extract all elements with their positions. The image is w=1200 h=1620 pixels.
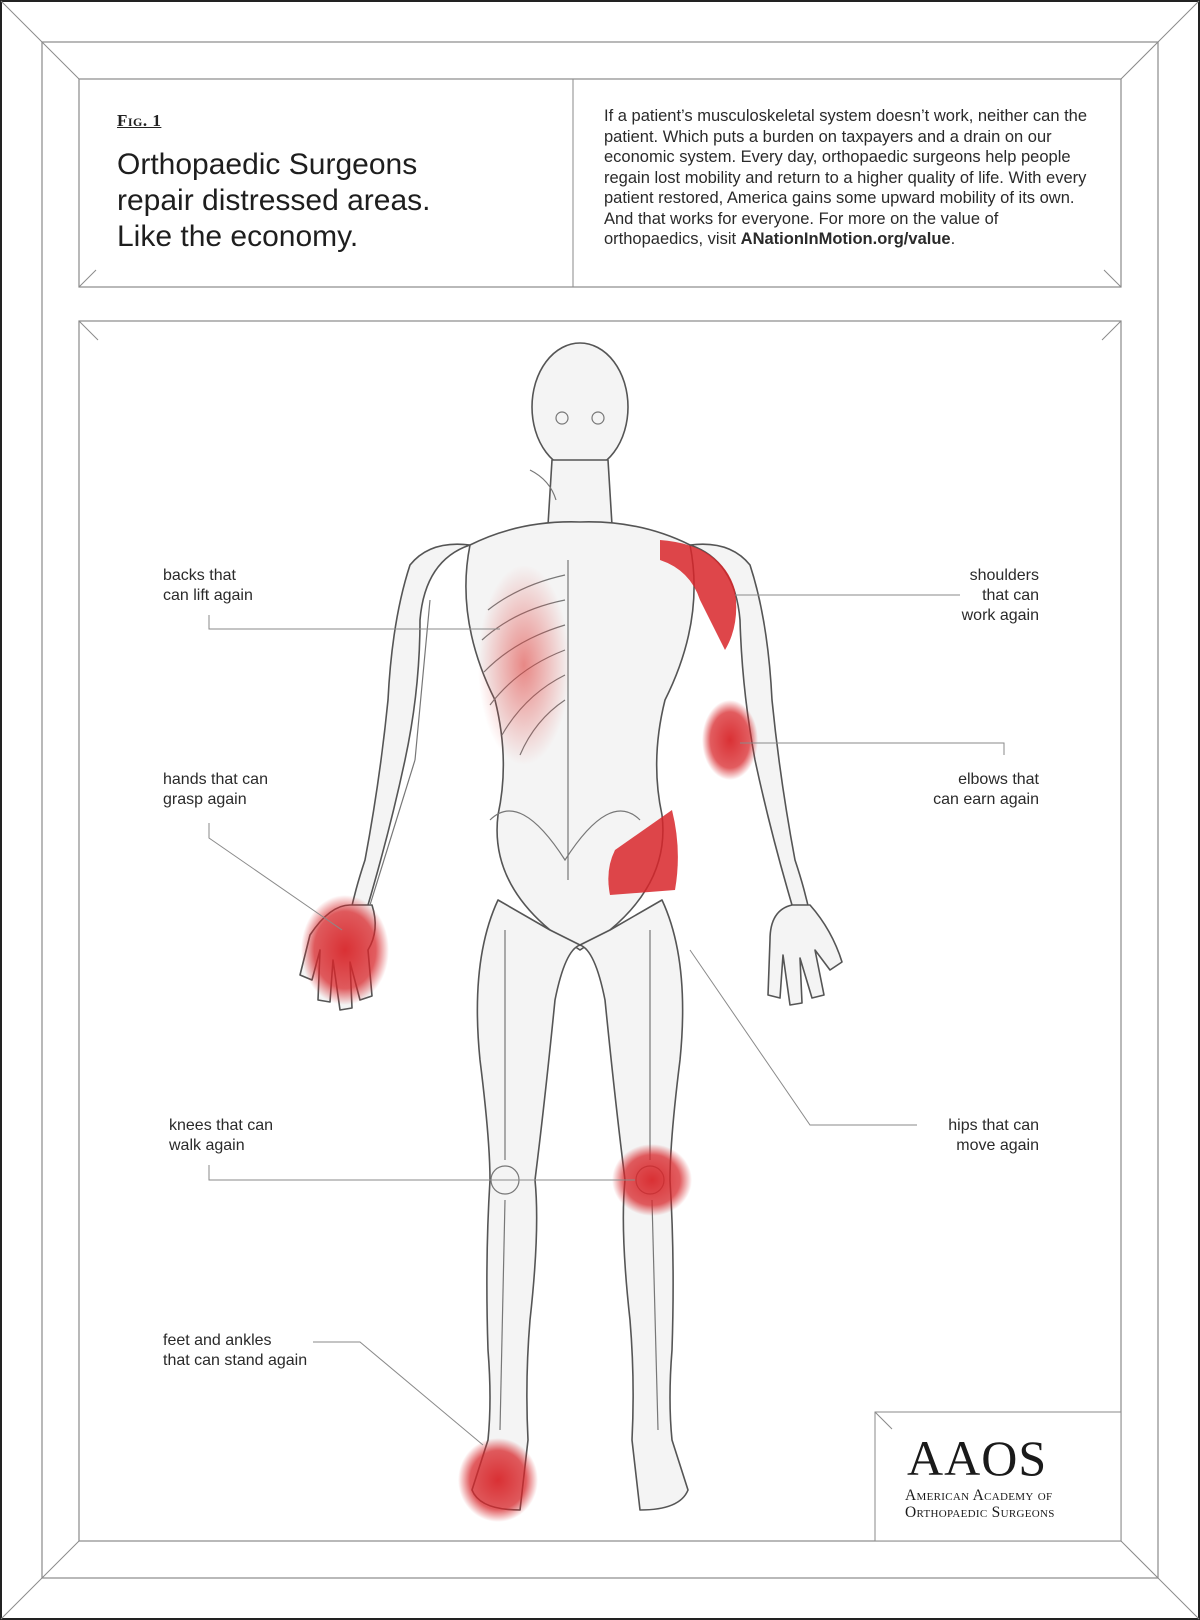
body-copy: If a patient’s musculoskeletal system do… bbox=[604, 106, 1094, 250]
highlight-areas bbox=[301, 540, 758, 1522]
callout-line: can lift again bbox=[163, 587, 253, 604]
callout-hands: hands that can grasp again bbox=[163, 770, 268, 810]
website-link[interactable]: ANationInMotion.org/value bbox=[740, 230, 951, 248]
callout-line: work again bbox=[961, 607, 1039, 624]
organization-name-line: American Academy of bbox=[905, 1487, 1053, 1504]
hand-highlight bbox=[301, 895, 389, 1005]
body-text: If a patient’s musculoskeletal system do… bbox=[604, 107, 1088, 248]
callout-line: walk again bbox=[169, 1137, 245, 1154]
callout-hips: hips that can move again bbox=[948, 1116, 1039, 1156]
organization-name: American Academy of Orthopaedic Surgeons bbox=[905, 1487, 1105, 1521]
headline: Orthopaedic Surgeons repair distressed a… bbox=[117, 147, 537, 255]
hand-right bbox=[767, 904, 843, 1006]
foot-highlight bbox=[458, 1438, 538, 1522]
back-highlight bbox=[478, 565, 570, 765]
callout-line: move again bbox=[956, 1137, 1039, 1154]
callout-knees: knees that can walk again bbox=[169, 1116, 273, 1156]
callout-line: hands that can bbox=[163, 771, 268, 788]
callout-line: can earn again bbox=[933, 791, 1039, 808]
aaos-logo: AAOS bbox=[907, 1430, 1048, 1486]
callout-line: grasp again bbox=[163, 791, 247, 808]
callout-elbows: elbows that can earn again bbox=[933, 770, 1039, 810]
callout-backs: backs that can lift again bbox=[163, 566, 253, 606]
logo-panel bbox=[874, 1411, 1122, 1542]
callout-line: that can stand again bbox=[163, 1352, 308, 1369]
header-panel bbox=[78, 78, 1122, 288]
callout-line: knees that can bbox=[169, 1117, 274, 1134]
head bbox=[531, 342, 629, 472]
neck bbox=[547, 459, 613, 526]
leader-lines bbox=[208, 594, 1005, 1446]
figure-label: Fig. 1 bbox=[117, 111, 162, 130]
callout-line: hips that can bbox=[948, 1117, 1039, 1134]
headline-line: Orthopaedic Surgeons bbox=[117, 148, 418, 181]
shoulder-highlight bbox=[660, 540, 737, 650]
headline-line: repair distressed areas. bbox=[117, 184, 431, 217]
callout-line: shoulders bbox=[969, 567, 1039, 584]
callout-line: feet and ankles bbox=[163, 1332, 272, 1349]
callout-line: that can bbox=[982, 587, 1039, 604]
knee-highlight bbox=[612, 1144, 692, 1216]
hip-highlight bbox=[608, 810, 678, 895]
callout-line: backs that bbox=[163, 567, 236, 584]
callout-line: elbows that bbox=[958, 771, 1039, 788]
callout-feet: feet and ankles that can stand again bbox=[163, 1331, 307, 1371]
url-suffix: . bbox=[950, 230, 956, 248]
organization-name-line: Orthopaedic Surgeons bbox=[905, 1504, 1055, 1521]
headline-line: Like the economy. bbox=[117, 220, 359, 253]
elbow-highlight bbox=[702, 700, 758, 780]
callout-shoulders: shoulders that can work again bbox=[962, 566, 1039, 626]
